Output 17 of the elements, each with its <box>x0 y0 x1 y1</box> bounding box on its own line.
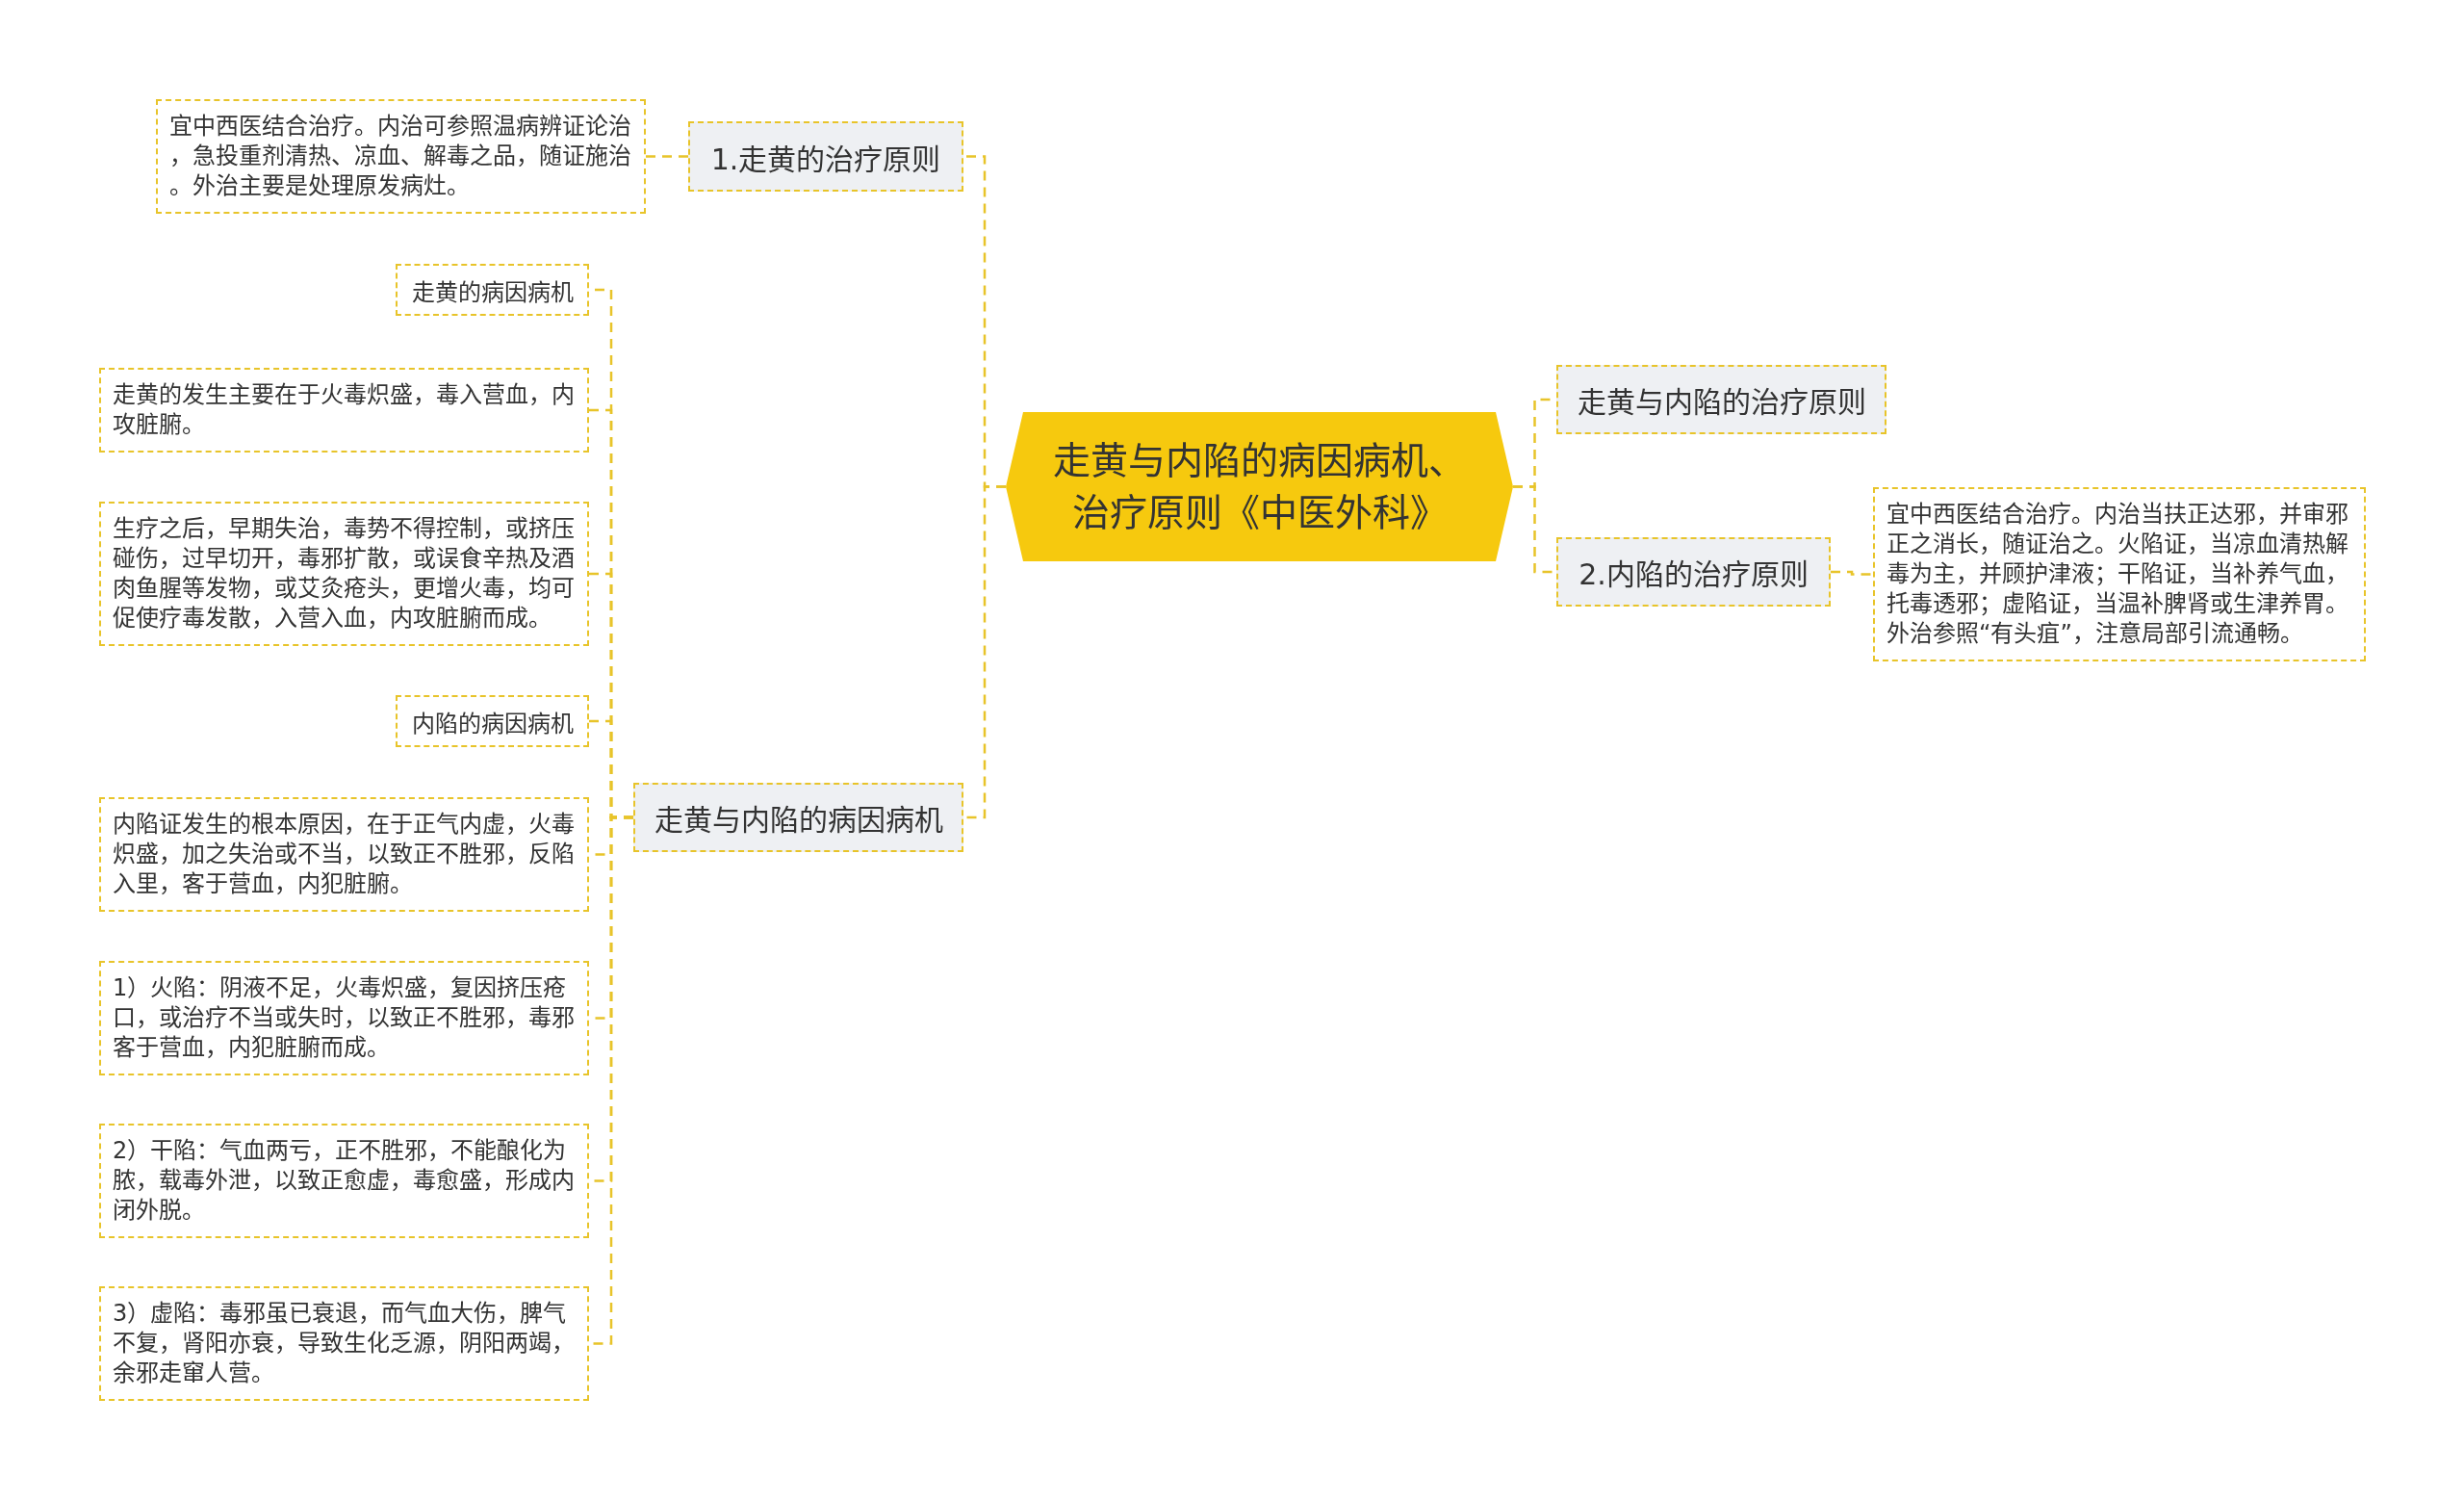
connector-line <box>1831 570 1873 576</box>
note-box: 宜中西医结合治疗。内治可参照温病辨证论治，急投重剂清热、凉血、解毒之品，随证施治。外治主要是处理原发病灶。 <box>156 99 646 214</box>
topic-box: 2.内陷的治疗原则 <box>1556 537 1831 607</box>
note-box: 3）虚陷：毒邪虽已衰退，而气血大伤，脾气不复，肾阳亦衰，导致生化乏源，阴阳两竭，余邪走窜人营。 <box>99 1286 589 1401</box>
topic-box: 走黄与内陷的治疗原则 <box>1556 365 1886 434</box>
note-box: 走黄的发生主要在于火毒炽盛，毒入营血，内攻脏腑。 <box>99 368 589 453</box>
connector-line <box>646 155 688 158</box>
subtopic-box: 走黄的病因病机 <box>396 264 589 316</box>
note-box: 2）干陷：气血两亏，正不胜邪，不能酿化为脓，载毒外泄，以致正愈虚，毒愈盛，形成内闭外脱。 <box>99 1124 589 1238</box>
note-box: 1）火陷：阴液不足，火毒炽盛，复因挤压疮口，或治疗不当或失时，以致正不胜邪，毒邪客于营血，内犯脏腑而成。 <box>99 961 589 1075</box>
note-box: 宜中西医结合治疗。内治当扶正达邪，并审邪正之消长，随证治之。火陷证，当凉血清热解毒为主，并顾护津液；干陷证，当补养气血，托毒透邪；虚陷证，当温补脾肾或生津养胃。外治参照“有头疽”，注意局部引流通畅。 <box>1873 487 2366 661</box>
note-box: 生疗之后，早期失治，毒势不得控制，或挤压碰伤，过早切开，毒邪扩散，或误食辛热及酒肉鱼腥等发物，或艾灸疮头，更增火毒，均可促使疗毒发散，入营入血，内攻脏腑而成。 <box>99 502 589 646</box>
central-topic: 走黄与内陷的病因病机、治疗原则《中医外科》 <box>1006 412 1513 561</box>
subtopic-box: 内陷的病因病机 <box>396 695 589 747</box>
topic-box: 走黄与内陷的病因病机 <box>633 783 963 852</box>
topic-box: 1.走黄的治疗原则 <box>688 121 963 192</box>
note-box: 内陷证发生的根本原因，在于正气内虚，火毒炽盛，加之失治或不当，以致正不胜邪，反陷入里，客于营血，内犯脏腑。 <box>99 797 589 912</box>
